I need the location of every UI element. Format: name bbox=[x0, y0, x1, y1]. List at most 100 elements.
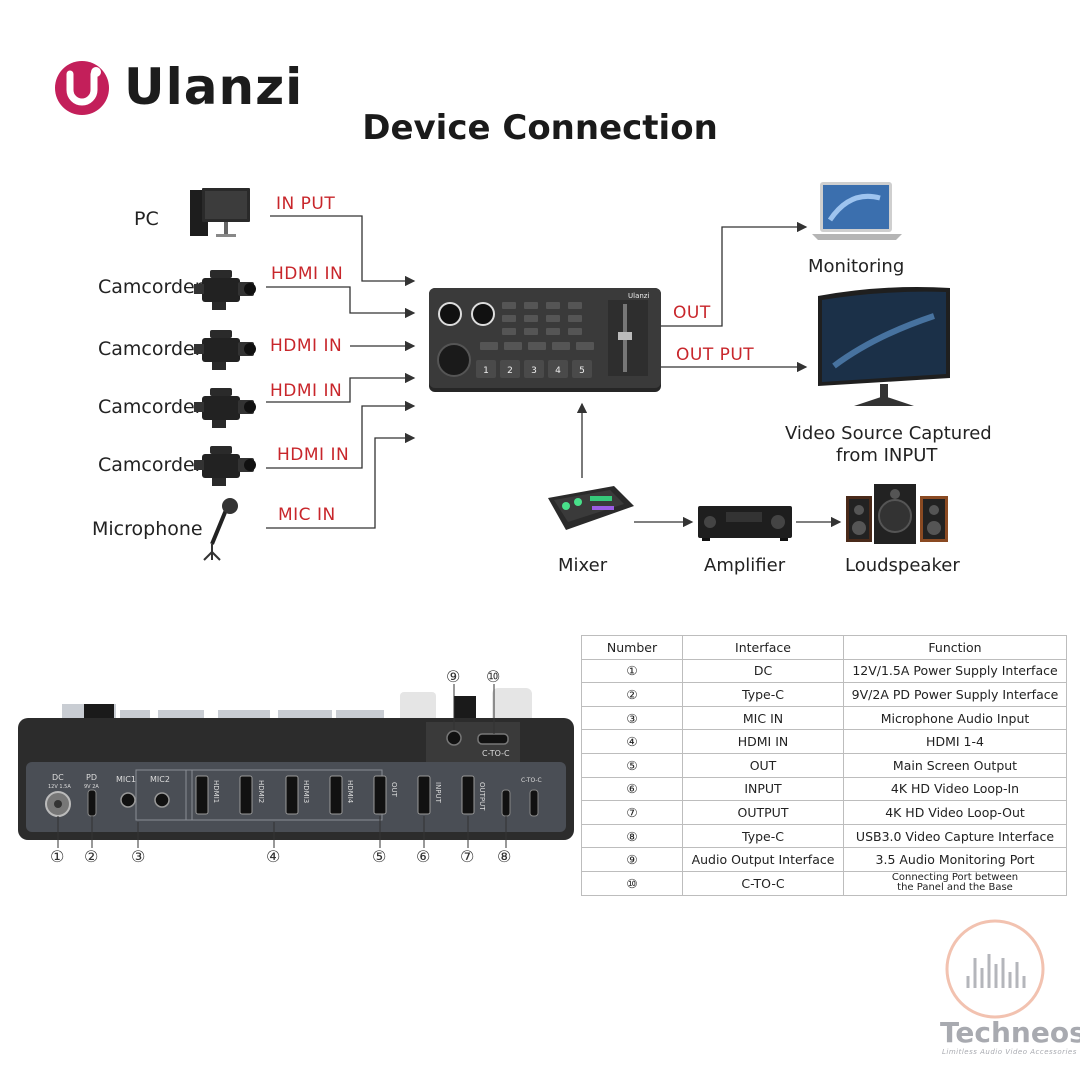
cell-interface: Type-C bbox=[682, 823, 844, 849]
source-label-camcorder-2: Camcorder bbox=[98, 338, 203, 360]
mixer-icon bbox=[548, 486, 634, 530]
switcher-button-4: 4 bbox=[555, 366, 561, 376]
ulanzi-logo-icon bbox=[55, 61, 109, 115]
microphone-icon bbox=[203, 498, 238, 561]
cell-number: ③ bbox=[581, 705, 683, 731]
curved-monitor-icon bbox=[818, 287, 950, 406]
cell-function: HDMI 1-4 bbox=[843, 729, 1067, 754]
connection-lines bbox=[266, 215, 842, 529]
connection-label-out: OUT bbox=[673, 303, 711, 323]
panel-number-10: ⑩ bbox=[486, 667, 501, 686]
panel-label-mic1: MIC1 bbox=[116, 775, 136, 784]
source-label-microphone: Microphone bbox=[92, 518, 203, 540]
panel-label-hdmi3: HDMI3 bbox=[302, 780, 310, 803]
header-interface: Interface bbox=[682, 635, 844, 660]
video-switcher-device: 1 2 3 4 5 Ulanzi bbox=[429, 288, 661, 392]
cell-number: ⑧ bbox=[581, 823, 683, 849]
table-header-row: Number Interface Function bbox=[581, 635, 1067, 660]
connection-label-camcorder-3: HDMI IN bbox=[270, 381, 343, 401]
cell-function-line1: Connecting Port between bbox=[891, 872, 1019, 884]
camcorder-icon bbox=[194, 270, 256, 310]
panel-label-ctoc-top: C-TO-C bbox=[482, 749, 510, 758]
cell-function: USB3.0 Video Capture Interface bbox=[843, 823, 1067, 849]
panel-label-hdmi2: HDMI2 bbox=[257, 780, 265, 803]
watermark-tagline: Limitless Audio Video Accessories bbox=[942, 1048, 1077, 1056]
cell-interface: MIC IN bbox=[682, 705, 844, 731]
panel-label-out: OUT bbox=[390, 782, 398, 798]
panel-label-pd: PD bbox=[86, 773, 97, 782]
connection-label-camcorder-4: HDMI IN bbox=[277, 445, 350, 465]
panel-label-hdmi1: HDMI1 bbox=[212, 780, 220, 803]
cell-function: Microphone Audio Input bbox=[843, 705, 1067, 731]
panel-number-2: ② bbox=[84, 847, 99, 866]
source-label-pc: PC bbox=[134, 208, 159, 230]
header-number: Number bbox=[581, 635, 683, 660]
panel-label-dc-sub: 12V 1.5A bbox=[48, 784, 71, 790]
panel-label-hdmi4: HDMI4 bbox=[346, 780, 354, 804]
cell-function: 9V/2A PD Power Supply Interface bbox=[843, 682, 1067, 707]
monitoring-label: Monitoring bbox=[808, 256, 905, 277]
cell-interface: C-TO-C bbox=[682, 870, 844, 896]
switcher-brand-text: Ulanzi bbox=[628, 292, 649, 300]
panel-label-mic2: MIC2 bbox=[150, 775, 170, 784]
cell-function: 4K HD Video Loop-Out bbox=[843, 800, 1067, 825]
amplifier-label: Amplifier bbox=[704, 555, 786, 576]
connection-label-microphone: MIC IN bbox=[278, 505, 336, 525]
cell-function: 4K HD Video Loop-In bbox=[843, 776, 1067, 802]
panel-number-8: ⑧ bbox=[497, 847, 512, 866]
panel-number-7: ⑦ bbox=[460, 847, 475, 866]
cell-interface: Audio Output Interface bbox=[682, 847, 844, 872]
cell-interface: HDMI IN bbox=[682, 729, 844, 754]
pc-monitor-icon bbox=[190, 188, 250, 237]
cell-interface: OUT bbox=[682, 752, 844, 778]
connection-label-pc: IN PUT bbox=[276, 194, 336, 214]
loudspeaker-icon bbox=[846, 484, 948, 544]
mixer-label: Mixer bbox=[558, 555, 608, 576]
amplifier-icon bbox=[698, 506, 792, 541]
connection-label-out-put: OUT PUT bbox=[676, 345, 755, 365]
camcorder-icon bbox=[194, 446, 256, 486]
back-panel-diagram: C-TO-C DC 12V 1.5A PD 9V 2A MIC1 MIC2 HD… bbox=[18, 684, 574, 848]
camcorder-icon bbox=[194, 330, 256, 370]
brand-wordmark: Ulanzi bbox=[124, 58, 304, 116]
panel-number-5: ⑤ bbox=[372, 847, 387, 866]
panel-number-6: ⑥ bbox=[416, 847, 431, 866]
cell-number: ① bbox=[581, 658, 683, 684]
cell-number: ⑨ bbox=[581, 847, 683, 872]
cell-number: ② bbox=[581, 682, 683, 707]
page-title: Device Connection bbox=[362, 108, 718, 148]
panel-number-9: ⑨ bbox=[446, 667, 461, 686]
loudspeaker-label: Loudspeaker bbox=[845, 555, 960, 576]
panel-number-3: ③ bbox=[131, 847, 146, 866]
cell-interface: INPUT bbox=[682, 776, 844, 802]
source-label-camcorder-4: Camcorder bbox=[98, 454, 203, 476]
watermark-name: Techneos bbox=[940, 1016, 1080, 1049]
panel-label-output: OUTPUT bbox=[478, 782, 486, 811]
source-label-camcorder-3: Camcorder bbox=[98, 396, 203, 418]
panel-number-1: ① bbox=[50, 847, 65, 866]
switcher-button-1: 1 bbox=[483, 366, 489, 376]
cell-number: ⑩ bbox=[581, 870, 683, 896]
panel-label-input: INPUT bbox=[434, 782, 442, 804]
cell-function: 12V/1.5A Power Supply Interface bbox=[843, 658, 1067, 684]
cell-number: ⑥ bbox=[581, 776, 683, 802]
connection-label-camcorder-1: HDMI IN bbox=[271, 264, 344, 284]
cell-number: ⑤ bbox=[581, 752, 683, 778]
connection-label-camcorder-2: HDMI IN bbox=[270, 336, 343, 356]
panel-number-4: ④ bbox=[266, 847, 281, 866]
camcorder-icon bbox=[194, 388, 256, 428]
panel-label-ctoc: C-TO-C bbox=[521, 777, 542, 784]
header-function: Function bbox=[843, 635, 1067, 660]
cell-number: ⑦ bbox=[581, 800, 683, 825]
cell-function-line2: the Panel and the Base bbox=[897, 882, 1013, 894]
laptop-icon bbox=[812, 182, 902, 240]
